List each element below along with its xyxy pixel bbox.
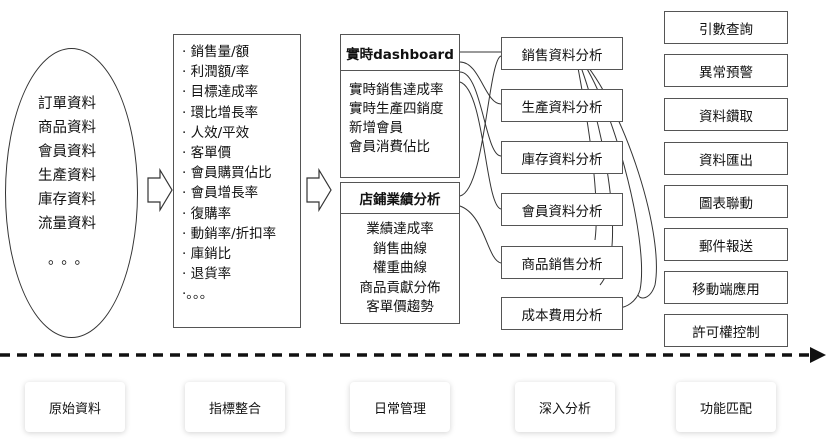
metric-item: · 客單價 (182, 145, 232, 162)
store-performance-box: 店鋪業績分析 業績達成率 銷售曲線 權重曲線 商品貢獻分佈 客單價趨勢 (340, 182, 460, 324)
store-title: 店鋪業績分析 (341, 183, 459, 214)
link-dashboard-production (459, 61, 502, 105)
func-param-query: 引數查詢 (664, 11, 788, 44)
metric-item: · 環比增長率 (182, 104, 259, 121)
hollow-arrow-1 (147, 167, 173, 213)
deep-analysis-product-sales: 商品銷售分析 (501, 246, 623, 279)
func-chart-linkage: 圖表聯動 (664, 185, 788, 218)
metric-item: · 復購率 (182, 205, 232, 222)
link-store-sales (459, 55, 502, 197)
func-data-export: 資料匯出 (664, 142, 788, 175)
metric-item: · 目標達成率 (182, 84, 259, 101)
metric-item: · 庫銷比 (182, 246, 232, 263)
link-dashboard-member (459, 81, 502, 210)
stage-deep-analysis: 深入分析 (515, 382, 615, 432)
metric-item: · 利潤額/率 (182, 64, 250, 81)
metric-item: · 銷售量/額 (182, 44, 250, 60)
deep-analysis-member: 會員資料分析 (501, 193, 623, 226)
store-item: 客單價趨勢 (366, 299, 434, 315)
stage-daily-management: 日常管理 (350, 382, 450, 432)
dashboard-item: 實時生產四銷度 (349, 101, 444, 117)
dashboard-list: 實時銷售達成率 實時生產四銷度 新增會員 會員消費佔比 (341, 71, 459, 157)
link-dashboard-inventory (459, 71, 502, 157)
metric-item: · 人效/平效 (182, 124, 250, 141)
stage-raw-data: 原始資料 (25, 382, 125, 432)
stage-function-matching: 功能匹配 (676, 382, 776, 432)
raw-data-item: 商品資料 (38, 120, 96, 136)
raw-data-item: 生產資料 (38, 168, 96, 184)
raw-data-ellipse (5, 48, 138, 338)
raw-data-item: 會員資料 (38, 144, 96, 160)
metric-item: ·。。。 (182, 286, 214, 303)
store-item: 銷售曲線 (373, 240, 427, 257)
metrics-box: · 銷售量/額 · 利潤額/率 · 目標達成率 · 環比增長率 · 人效/平效 … (173, 34, 301, 328)
deep-analysis-inventory: 庫存資料分析 (501, 141, 623, 174)
dashboard-item: 新增會員 (349, 120, 403, 136)
timeline-arrowhead (810, 347, 826, 363)
metric-item: · 會員增長率 (182, 185, 259, 202)
raw-data-item: 庫存資料 (38, 192, 96, 208)
raw-data-ellipsis: 。。。 (48, 252, 95, 268)
dashboard-title: 實時dashboard (341, 35, 459, 71)
store-list: 業績達成率 銷售曲線 權重曲線 商品貢獻分佈 客單價趨勢 (341, 214, 459, 318)
store-item: 商品貢獻分佈 (359, 279, 441, 296)
func-anomaly-alert: 異常預警 (664, 54, 788, 87)
stage-metric-integration: 指標整合 (185, 382, 285, 432)
dashboard-item: 實時銷售達成率 (349, 82, 444, 98)
dashboard-item: 會員消費佔比 (349, 139, 430, 155)
func-permission-control: 許可權控制 (664, 314, 788, 347)
metric-item: · 會員購買佔比 (182, 165, 272, 182)
link-store-product (459, 205, 502, 264)
func-email-report: 郵件報送 (664, 228, 788, 261)
deep-analysis-sales: 銷售資料分析 (501, 37, 623, 70)
hollow-arrow-2 (306, 167, 332, 213)
dashboard-box: 實時dashboard 實時銷售達成率 實時生產四銷度 新增會員 會員消費佔比 (340, 34, 460, 178)
store-item: 業績達成率 (366, 221, 434, 237)
raw-data-list: 訂單資料 商品資料 會員資料 生產資料 庫存資料 流量資料 。。。 (38, 92, 128, 272)
raw-data-item: 訂單資料 (38, 96, 96, 112)
metric-item: · 退貨率 (182, 266, 232, 283)
store-item: 權重曲線 (373, 260, 427, 276)
metric-item: · 動銷率/折扣率 (182, 225, 277, 242)
deep-analysis-cost: 成本費用分析 (501, 297, 623, 330)
func-drill-down: 資料鑽取 (664, 98, 788, 131)
deep-analysis-production: 生產資料分析 (501, 89, 623, 122)
func-mobile-app: 移動端應用 (664, 271, 788, 304)
raw-data-item: 流量資料 (38, 216, 96, 232)
